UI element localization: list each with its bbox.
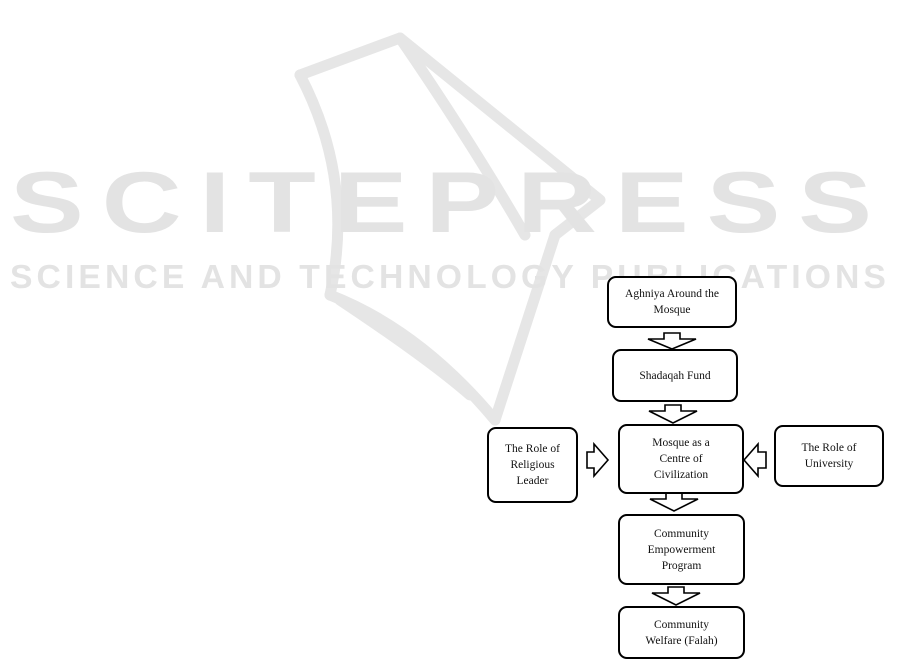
node-community-welfare-label: Community Welfare (Falah) — [638, 617, 725, 649]
arrow-mosque-to-empowerment — [650, 493, 698, 511]
node-university: The Role of University — [774, 425, 884, 487]
node-empowerment-program-label: Community Empowerment Program — [640, 526, 723, 574]
node-mosque-centre-label: Mosque as a Centre of Civilization — [638, 435, 724, 483]
node-mosque-centre: Mosque as a Centre of Civilization — [618, 424, 744, 494]
node-community-welfare: Community Welfare (Falah) — [618, 606, 745, 659]
node-empowerment-program: Community Empowerment Program — [618, 514, 745, 585]
arrow-aghniya-to-shadaqah — [648, 333, 696, 349]
arrow-empowerment-to-welfare — [652, 587, 700, 605]
node-university-label: The Role of University — [790, 440, 868, 472]
node-religious-leader: The Role of Religious Leader — [487, 427, 578, 503]
node-aghniya-label: Aghniya Around the Mosque — [615, 286, 729, 318]
node-aghniya: Aghniya Around the Mosque — [607, 276, 737, 328]
node-religious-leader-label: The Role of Religious Leader — [499, 441, 566, 489]
arrow-university-to-mosque — [744, 444, 766, 476]
arrow-shadaqah-to-mosque — [649, 405, 697, 423]
node-shadaqah-fund: Shadaqah Fund — [612, 349, 738, 402]
node-shadaqah-fund-label: Shadaqah Fund — [639, 368, 710, 384]
arrow-religious-leader-to-mosque — [587, 444, 608, 476]
